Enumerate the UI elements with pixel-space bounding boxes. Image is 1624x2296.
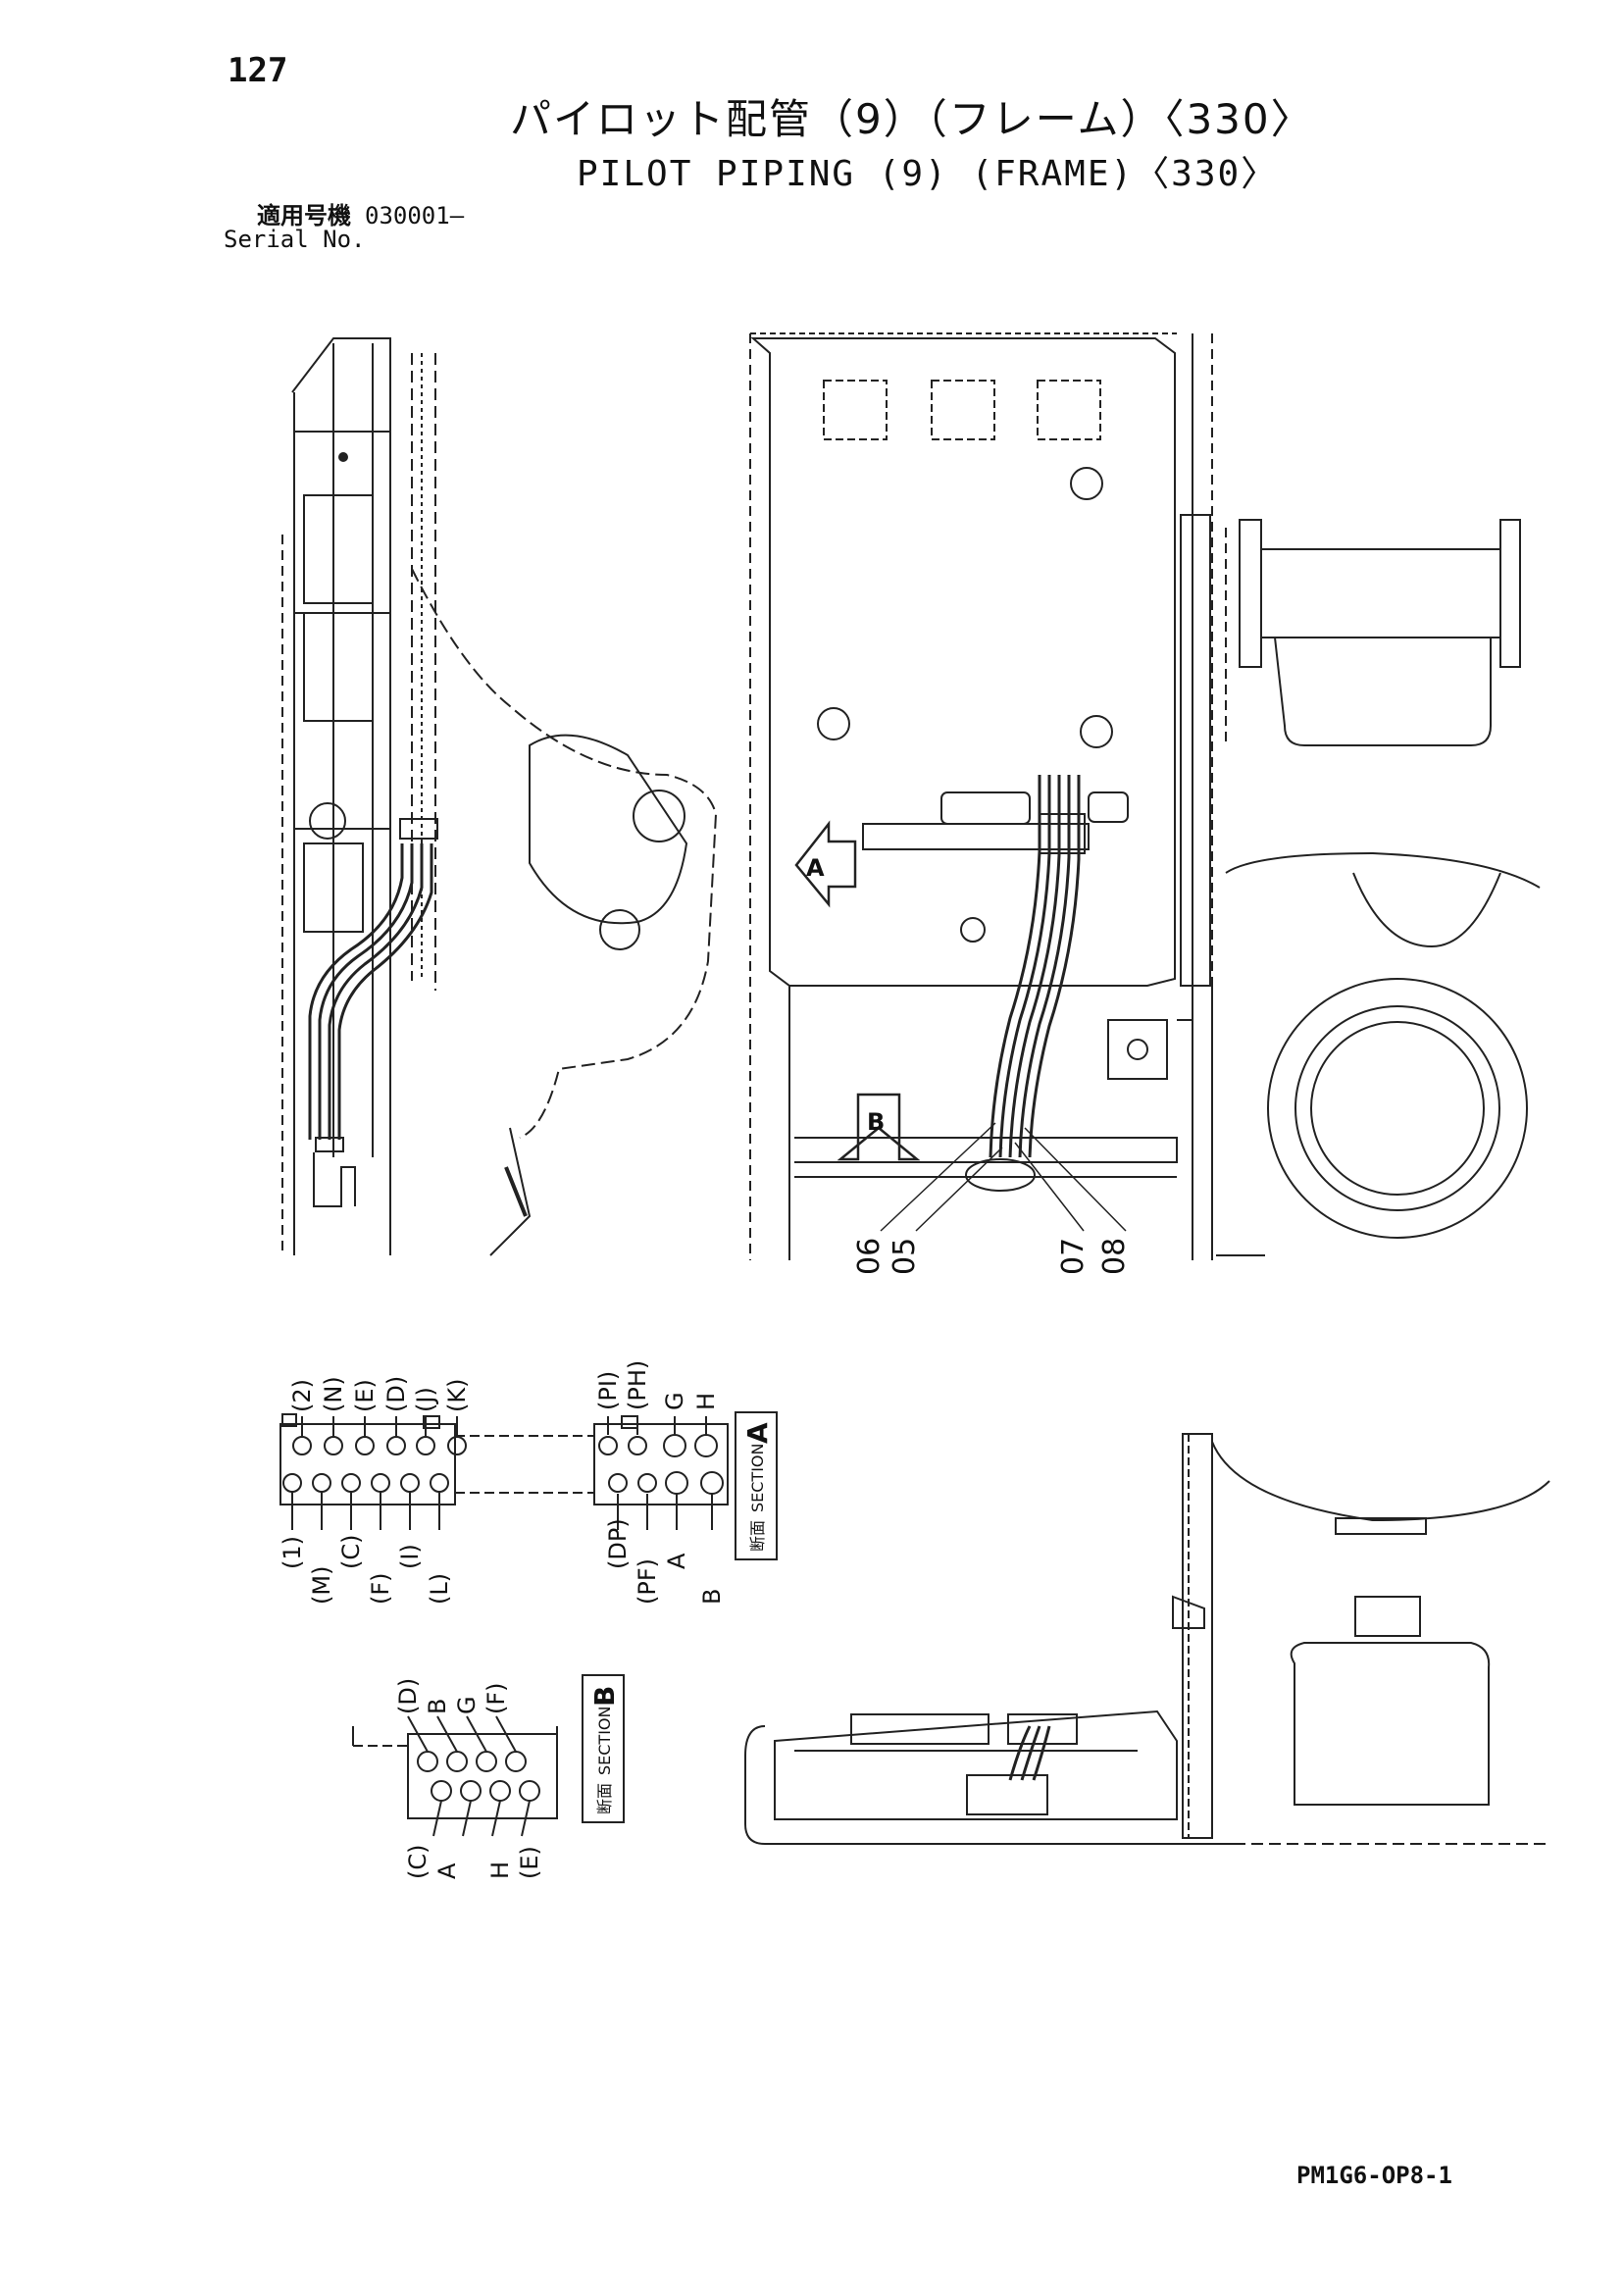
port-label: (F)	[367, 1572, 394, 1605]
section-a: (2)(N)(E)(D)(J)(K) (1)(M)(C)(F)(I)(L) (PI)…	[279, 1360, 778, 1605]
port-label: G	[661, 1392, 688, 1410]
port-circle	[700, 1471, 724, 1495]
port-label: G	[453, 1696, 481, 1714]
port-circle	[417, 1751, 438, 1772]
port-circle	[476, 1751, 497, 1772]
svg-text:B: B	[867, 1108, 885, 1136]
port-circle	[312, 1473, 331, 1493]
port-label: (E)	[516, 1846, 543, 1879]
port-label: A	[663, 1553, 690, 1569]
view-arrow-b: B	[837, 1093, 921, 1161]
lower-frame-view	[744, 1433, 1550, 1845]
port-label: (DP)	[604, 1518, 632, 1569]
port-label: (E)	[351, 1379, 379, 1412]
port-label: H	[486, 1862, 514, 1879]
applicability-label-jp: 適用号機	[257, 202, 351, 230]
port-circle	[489, 1780, 511, 1802]
port-circle	[637, 1473, 657, 1493]
view-arrow-a: A	[794, 820, 857, 908]
callout-08: 08	[1097, 1238, 1132, 1275]
port-circle	[400, 1473, 420, 1493]
callout-05: 05	[888, 1238, 922, 1275]
svg-text:B: B	[588, 1686, 621, 1707]
port-label: (PI)	[594, 1371, 622, 1410]
page-title-english: PILOT PIPING (9) (FRAME)〈330〉	[577, 154, 1279, 194]
port-circle	[282, 1473, 302, 1493]
port-label: (PF)	[634, 1558, 661, 1605]
port-label: (C)	[337, 1535, 365, 1569]
port-label: H	[692, 1393, 720, 1410]
callout-06: 06	[852, 1238, 887, 1275]
port-label: (PH)	[624, 1360, 651, 1410]
port-label: B	[424, 1699, 451, 1714]
callout-07: 07	[1056, 1238, 1091, 1275]
page-number: 127	[228, 51, 288, 90]
port-circle	[505, 1751, 527, 1772]
port-circle	[371, 1473, 390, 1493]
port-circle	[292, 1436, 312, 1455]
svg-text:SECTION: SECTION	[748, 1444, 767, 1513]
port-label: (D)	[382, 1376, 410, 1412]
port-circle	[665, 1471, 688, 1495]
port-label: (2)	[288, 1379, 316, 1412]
swing-area-view	[1180, 514, 1541, 1260]
port-circle	[663, 1434, 686, 1457]
svg-text:A: A	[741, 1422, 774, 1444]
port-label: (L)	[426, 1573, 453, 1605]
port-circle	[460, 1780, 482, 1802]
port-label: (F)	[482, 1682, 510, 1714]
svg-text:A: A	[806, 854, 825, 882]
port-label: (C)	[404, 1845, 431, 1879]
port-label: (K)	[443, 1379, 471, 1412]
port-circle	[447, 1436, 467, 1455]
section-a-caption: 断面 SECTION A	[735, 1411, 778, 1560]
port-label: (I)	[396, 1544, 424, 1569]
side-view-frame	[281, 337, 718, 1256]
svg-text:断面: 断面	[748, 1520, 767, 1552]
port-circle	[355, 1436, 375, 1455]
page-title-japanese: パイロット配管（9）（フレーム）〈330〉	[510, 95, 1314, 143]
port-label: (D)	[394, 1678, 422, 1714]
port-circle	[608, 1473, 628, 1493]
port-circle	[628, 1436, 647, 1455]
port-circle	[324, 1436, 343, 1455]
port-circle	[694, 1434, 718, 1457]
section-b-caption: 断面 SECTION B	[582, 1674, 625, 1823]
port-label: (1)	[279, 1536, 306, 1569]
svg-text:断面: 断面	[595, 1783, 614, 1814]
serial-label: Serial No.	[224, 226, 366, 253]
port-circle	[341, 1473, 361, 1493]
port-circle	[519, 1780, 540, 1802]
document-reference: PM1G6-OP8-1	[1296, 2162, 1452, 2189]
port-label: B	[698, 1589, 726, 1605]
port-circle	[430, 1473, 449, 1493]
port-label: (J)	[412, 1387, 439, 1412]
applicability: 適用号機 030001–	[257, 196, 464, 230]
port-label: A	[433, 1862, 461, 1879]
port-circle	[431, 1780, 452, 1802]
port-circle	[598, 1436, 618, 1455]
port-circle	[446, 1751, 468, 1772]
port-circle	[416, 1436, 435, 1455]
port-circle	[386, 1436, 406, 1455]
port-label: (N)	[320, 1376, 347, 1412]
svg-text:SECTION: SECTION	[595, 1707, 614, 1776]
applicability-value: 030001–	[365, 202, 465, 230]
port-label: (M)	[308, 1566, 335, 1605]
